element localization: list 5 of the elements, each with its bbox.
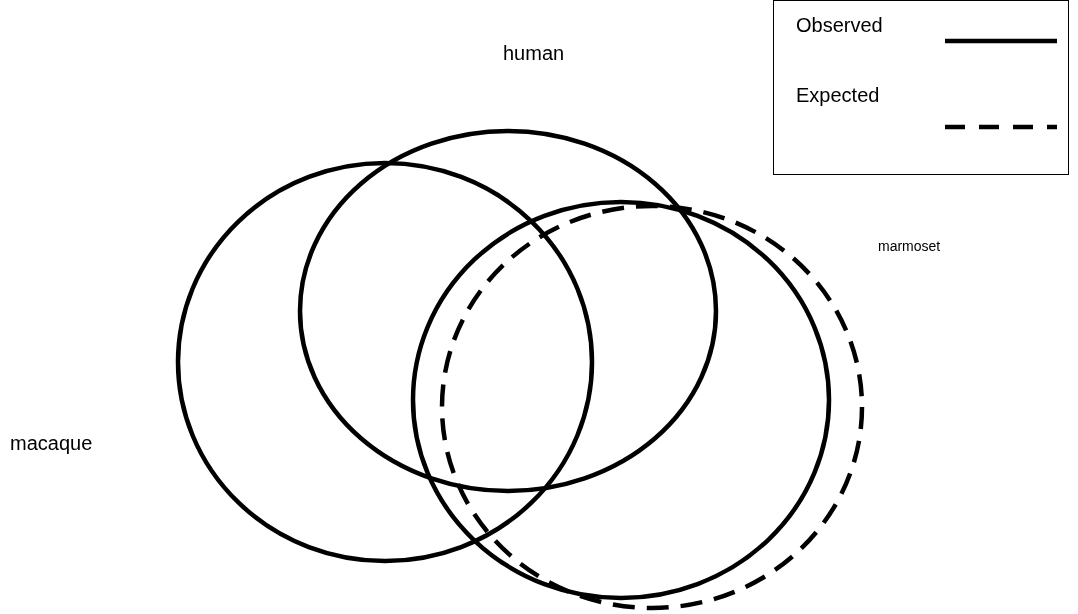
legend-label: Expected bbox=[796, 85, 880, 105]
set-label: macaque bbox=[10, 433, 93, 453]
set-label: marmoset bbox=[878, 239, 941, 253]
legend-label: Observed bbox=[796, 15, 883, 35]
set-label: human bbox=[503, 43, 565, 63]
